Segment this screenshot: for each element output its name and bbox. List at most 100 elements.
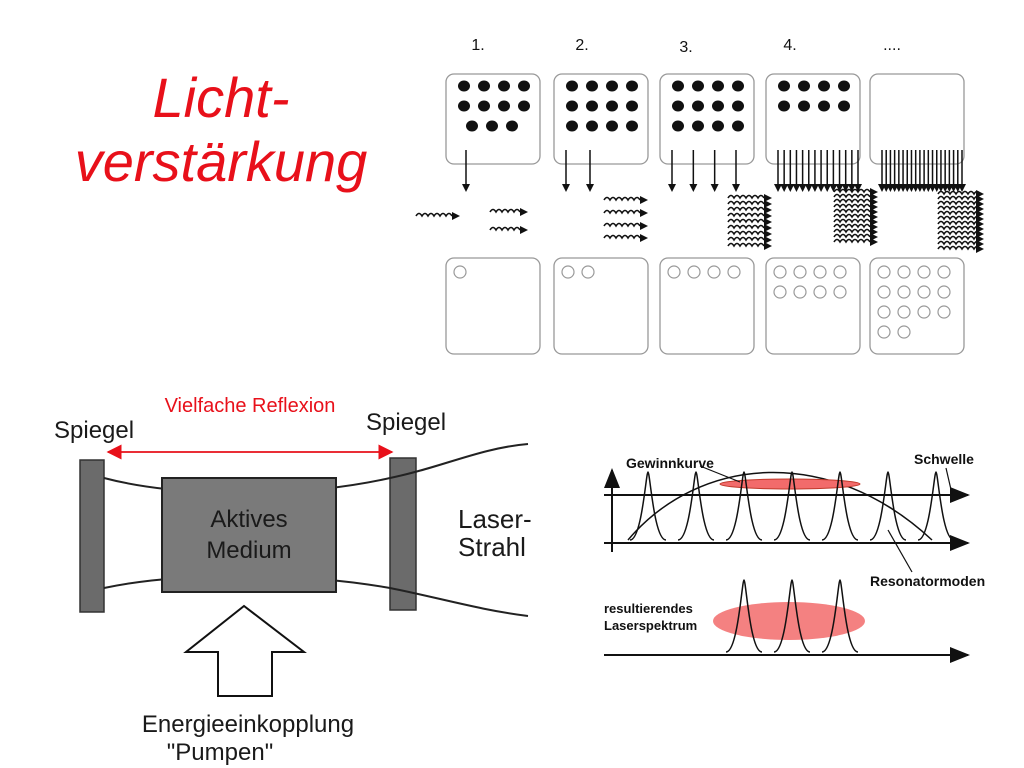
excited-atom (798, 80, 810, 92)
excited-atom (586, 120, 598, 132)
slide-title: Licht- verstärkung (56, 66, 386, 194)
photon-wave (833, 228, 871, 234)
excited-atom (606, 120, 618, 132)
mode-peak (917, 471, 955, 541)
excited-atom (458, 100, 470, 112)
lower-level-box (869, 257, 965, 355)
lower-level-box (553, 257, 649, 355)
gain-curve-label: Gewinnkurve (626, 455, 714, 471)
excited-atom (712, 100, 724, 112)
photon-wave (937, 225, 981, 231)
photon-wave (727, 242, 765, 248)
excited-atom (778, 100, 790, 112)
excited-atom (798, 100, 810, 112)
ground-state-atom (687, 265, 701, 279)
photon-wave (603, 209, 641, 215)
ground-state-atom (833, 285, 847, 299)
upper-level-box (445, 73, 541, 165)
reflection-label: Vielfache Reflexion (165, 395, 336, 417)
excited-atom (692, 120, 704, 132)
excited-atom (518, 100, 530, 112)
excited-atom (586, 100, 598, 112)
photon-wave (727, 206, 765, 212)
mode-peak (677, 471, 715, 541)
photon-wave (937, 230, 981, 236)
medium-label-line-1: Aktives (210, 506, 287, 533)
lower-level-box (445, 257, 541, 355)
mode-peak (725, 579, 763, 653)
photon-wave (727, 236, 765, 242)
excited-atom (778, 80, 790, 92)
beam-label-line-2: Strahl (458, 532, 526, 562)
upper-level-box (553, 73, 649, 165)
ground-state-atom (877, 305, 891, 319)
photon-wave (415, 212, 453, 218)
upper-level-box (869, 73, 965, 165)
ground-state-atom (813, 265, 827, 279)
ground-state-atom (937, 305, 951, 319)
ground-state-atom (937, 265, 951, 279)
excited-atom (818, 100, 830, 112)
excited-atom (606, 100, 618, 112)
ground-state-atom (773, 285, 787, 299)
ground-state-atom (793, 285, 807, 299)
spectrum-highlight (713, 602, 865, 640)
mode-peak (869, 471, 907, 541)
right-mirror-label: Spiegel (366, 409, 446, 436)
ground-state-atom (793, 265, 807, 279)
photon-wave (727, 218, 765, 224)
photon-wave (833, 208, 871, 214)
right-mirror (389, 457, 417, 611)
excited-atom (672, 100, 684, 112)
gain-curve (627, 471, 933, 541)
title-line-2: verstärkung (74, 130, 368, 193)
mode-peak (629, 471, 667, 541)
excited-atom (586, 80, 598, 92)
mode-peak (821, 579, 859, 653)
photon-wave (833, 203, 871, 209)
step-label: 2. (575, 37, 588, 54)
photon-wave (937, 190, 981, 196)
excited-atom (518, 80, 530, 92)
ground-state-atom (937, 285, 951, 299)
excited-atom (672, 80, 684, 92)
ground-state-atom (897, 325, 911, 339)
excited-atom (692, 100, 704, 112)
excited-atom (458, 80, 470, 92)
ground-state-atom (877, 285, 891, 299)
ground-state-atom (581, 265, 595, 279)
pump-arrow (183, 604, 307, 697)
step-label: .... (883, 37, 901, 54)
photon-wave (833, 238, 871, 244)
ground-state-atom (727, 265, 741, 279)
photon-wave (603, 234, 641, 240)
photon-wave (937, 195, 981, 201)
ground-state-atom (833, 265, 847, 279)
ground-state-atom (917, 265, 931, 279)
left-mirror (79, 459, 105, 613)
upper-level-box (765, 73, 861, 165)
photon-wave (937, 245, 981, 251)
photon-wave (833, 218, 871, 224)
lower-level-box (659, 257, 755, 355)
ground-state-atom (453, 265, 467, 279)
excited-atom (672, 120, 684, 132)
mode-peak (773, 471, 811, 541)
ground-state-atom (667, 265, 681, 279)
ground-state-atom (897, 305, 911, 319)
ground-state-atom (917, 285, 931, 299)
photon-wave (727, 212, 765, 218)
photon-wave (937, 220, 981, 226)
step-label: 4. (783, 37, 796, 54)
excited-atom (498, 100, 510, 112)
step-label: 3. (679, 39, 692, 56)
ground-state-atom (877, 325, 891, 339)
excited-atom (498, 80, 510, 92)
photon-wave (603, 196, 641, 202)
excited-atom (566, 120, 578, 132)
photon-wave (833, 223, 871, 229)
mode-peak (773, 579, 811, 653)
ground-state-atom (877, 265, 891, 279)
ground-state-atom (917, 305, 931, 319)
